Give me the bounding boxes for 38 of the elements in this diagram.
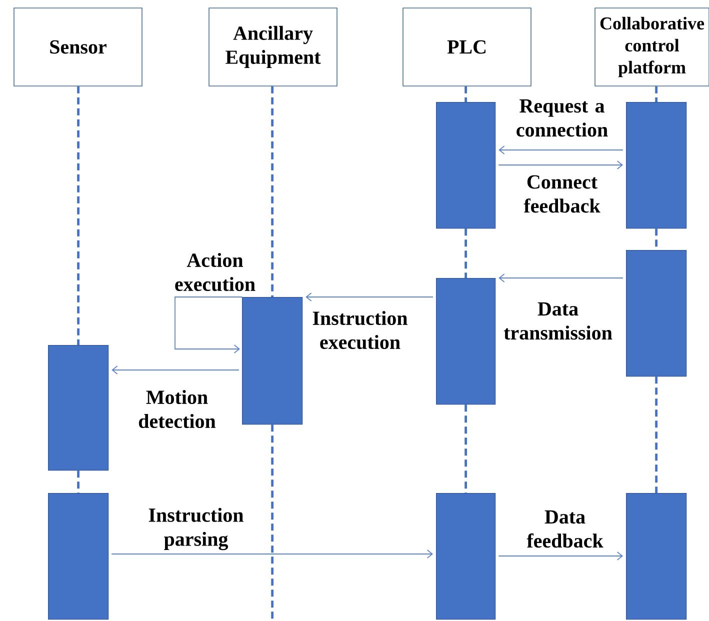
activation-bar xyxy=(242,297,303,425)
activation-bar xyxy=(436,493,496,620)
edge-label: Connect feedback xyxy=(511,174,613,214)
activation-bar xyxy=(626,250,687,377)
activation-bar xyxy=(48,493,109,620)
self-loop-arrow xyxy=(174,296,242,354)
lifeline-header-box: Ancillary Equipment xyxy=(208,8,338,86)
lifeline xyxy=(655,376,658,493)
edge-label: Instruction execution xyxy=(304,310,416,350)
lifeline-header-box: Collaborative control platform xyxy=(594,8,709,86)
lifeline xyxy=(464,404,467,493)
arrow xyxy=(498,552,623,560)
lifeline-header-box: PLC xyxy=(402,8,532,86)
lifeline xyxy=(77,470,80,493)
lifeline xyxy=(464,228,467,278)
edge-label: Motion detection xyxy=(131,388,223,430)
activation-bar xyxy=(626,493,687,620)
lifeline xyxy=(271,424,274,621)
lifeline xyxy=(271,86,274,297)
arrow xyxy=(498,146,624,154)
arrow xyxy=(498,274,624,282)
lifeline-header-box: Sensor xyxy=(14,8,142,86)
arrow xyxy=(111,550,434,558)
edge-label: Data transmission xyxy=(500,301,616,341)
activation-bar xyxy=(436,102,496,229)
edge-label: Action execution xyxy=(169,252,261,292)
arrow xyxy=(306,292,434,302)
edge-label: Instruction parsing xyxy=(140,506,252,552)
lifeline xyxy=(464,86,467,102)
edge-label: Request a connection xyxy=(511,98,613,138)
arrow xyxy=(498,160,623,170)
activation-bar xyxy=(436,278,496,405)
lifeline xyxy=(655,86,658,102)
edge-label: Data feedback xyxy=(519,509,611,549)
activation-bar xyxy=(626,102,687,229)
arrow xyxy=(112,366,240,374)
activation-bar xyxy=(48,345,109,471)
lifeline xyxy=(77,86,80,345)
